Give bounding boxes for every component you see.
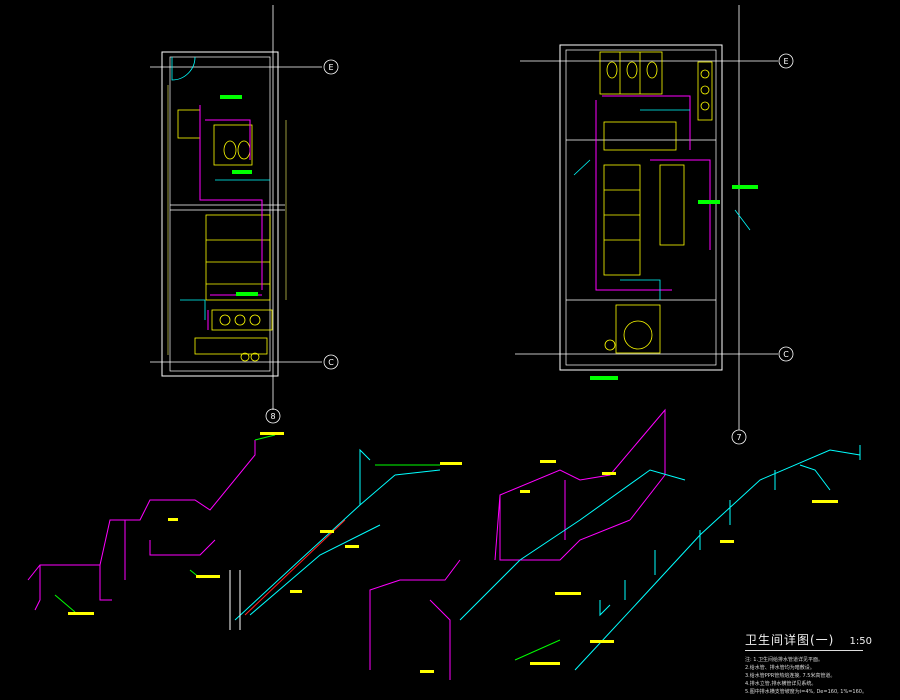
right-fixture-group [599,51,713,354]
note-line: 5.图中排水横支管坡度为i=4%, De=160, 1%=160。 [745,689,867,695]
left-toilet-plan: E C 8 [150,5,339,424]
drawing-scale: 1:50 [849,636,872,647]
svg-text:8: 8 [270,412,275,421]
right-toilet-plan: E C 7 [515,5,794,445]
right-plan-labels [590,185,758,380]
left-outer-wall [161,51,279,377]
svg-text:E: E [328,63,333,72]
svg-text:E: E [783,57,788,66]
note-line: 3.给水管PPR管热熔连接, 7.5米高管道。 [745,673,836,679]
axis-bubble-c-right: C [778,346,794,362]
title-block: 卫生间详图(一) 1:50 注: 1.卫生间给排水管道详见平面。 2.给水管、排… [745,629,895,696]
left-dimension-marks [167,85,287,355]
drain-system-1 [229,448,441,630]
title-underline [745,650,863,651]
right-water-pipes [595,95,711,291]
left-water-pipes [199,105,263,330]
supply-system-2 [369,408,686,680]
axis-bubble-7: 7 [731,429,747,445]
drain-system-2-labels [590,500,838,643]
svg-text:C: C [783,350,789,359]
right-outer-wall [559,44,723,371]
left-stall-group [177,109,273,362]
right-drain-pipes [573,109,751,300]
axis-bubble-e-left: E [323,59,339,75]
left-drain-pipes [180,179,270,320]
svg-text:C: C [328,358,334,367]
supply-system-1 [27,434,276,613]
svg-text:7: 7 [736,433,741,442]
drawing-title: 卫生间详图(一) [745,633,835,647]
drain-system-2 [574,445,861,671]
left-plan-labels [220,95,258,296]
supply-system-2-labels [420,460,616,673]
note-line: 4.排水立管,排水横管详见系统。 [745,681,817,687]
drain-system-1-labels [290,462,462,593]
note-line: 注: 1.卫生间给排水管道详见平面。 [745,657,824,663]
axis-bubble-8: 8 [265,408,281,424]
note-line: 2.给水管、排水管均为暗敷设。 [745,665,815,671]
axis-bubble-e-right: E [778,53,794,69]
door-swing [171,56,196,81]
axis-bubble-c-left: C [323,354,339,370]
supply-system-1-labels [68,432,284,615]
